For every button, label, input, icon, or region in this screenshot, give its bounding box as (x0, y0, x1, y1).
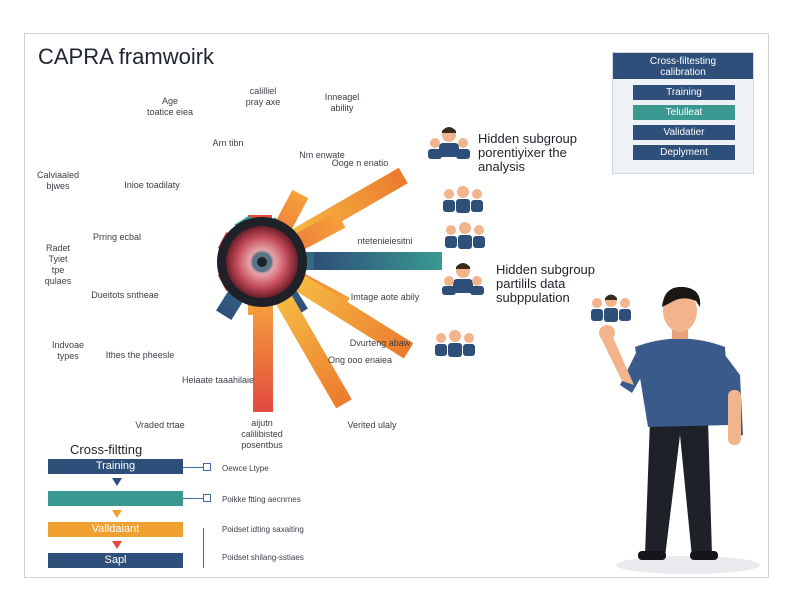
presenter-figure (599, 286, 760, 574)
person-group-icon (442, 263, 484, 295)
wheel-spoke (276, 295, 352, 409)
wheel-label: Ithes the pheesle (105, 350, 175, 360)
calibration-item-deplyment[interactable]: Deplyment (633, 145, 735, 160)
hidden-subgroup-text-1: Hidden subgroup porentiyixer the analysi… (478, 131, 578, 174)
person-group-icon (591, 294, 631, 322)
wheel-label: Vraded trtae (135, 420, 185, 430)
calibration-item-validatier[interactable]: Validatier (633, 125, 735, 140)
cross-fitting-step-training[interactable]: Training (48, 459, 183, 474)
wheel-label: Heiaate taaahilaie (181, 375, 255, 385)
wheel-label: Prring ecbal (92, 232, 142, 242)
wheel-label: Age toatice eiea (146, 96, 194, 117)
wheel-label: Imtage aote abily (350, 292, 420, 302)
wheel-label: aijutn calilibisted posentbus (241, 418, 283, 450)
wheel-label: Indvoae types (51, 340, 85, 361)
connector-node (203, 494, 211, 502)
arrow-down-icon (112, 541, 122, 549)
arrow-down-icon (112, 510, 122, 518)
cross-fitting-note-4: Poidset shilang-sstiaes (222, 553, 304, 562)
cross-fitting-step-validation[interactable]: Valldaiant (48, 522, 183, 537)
hidden-subgroup-text-2: Hidden subgroup partilils data subppulat… (496, 262, 596, 305)
wheel-label: Radet Tyiet tpe qulaes (44, 243, 72, 286)
wheel-spoke (295, 275, 414, 359)
calibration-panel-title: Cross-filtesting calibration (613, 53, 753, 79)
wheel-label: Dueitots sntheae (91, 290, 159, 300)
wheel-label: Verited ulaly (347, 420, 397, 430)
wheel-label: Calviaaled bjwes (36, 170, 80, 191)
cross-fitting-step-sapl[interactable]: Sapl (48, 553, 183, 568)
calibration-item-telulleat[interactable]: Telulleat (633, 105, 735, 120)
person-group-icon (435, 330, 475, 357)
wheel-label: Dvurteng abaw (349, 338, 411, 348)
connector-bracket (203, 528, 214, 568)
cross-fitting-step-2[interactable] (48, 491, 183, 506)
wheel-label: ntetenieiesitni (357, 236, 413, 246)
cross-fitting-note-3: Poidset idting saxaiting (222, 525, 304, 534)
wheel-spoke (314, 252, 442, 270)
cross-fitting-title: Cross-filtting (70, 442, 143, 457)
wheel-spoke (253, 302, 273, 412)
wheel-label: Nm enwate (299, 150, 345, 160)
wheel-label: Inneagel ability (324, 92, 360, 113)
wheel-label: calilliel pray axe (245, 86, 281, 107)
page-title: CAPRA framwoirk (38, 44, 215, 69)
connector-node (203, 463, 211, 471)
connector-line (183, 498, 203, 499)
person-group-icon (428, 127, 470, 159)
wheel-label: Inioe toadilaty (124, 180, 180, 190)
calibration-item-training[interactable]: Training (633, 85, 735, 100)
wheel-label: Arn tibn (212, 138, 244, 148)
calibration-panel: Cross-filtesting calibration Training Te… (612, 52, 754, 174)
arrow-down-icon (112, 478, 122, 486)
cross-fitting-note-1: Oewce Ltype (222, 464, 269, 473)
eye-pupil-center (257, 257, 267, 267)
wheel-label: Ooge n enatio (331, 158, 389, 168)
cross-fitting-note-2: Poikke ftting aecnrnes (222, 495, 301, 504)
wheel-label: Ong ooo enaiea (327, 355, 393, 365)
person-group-icon (443, 186, 483, 213)
person-group-icon (445, 222, 485, 249)
connector-line (183, 467, 203, 468)
